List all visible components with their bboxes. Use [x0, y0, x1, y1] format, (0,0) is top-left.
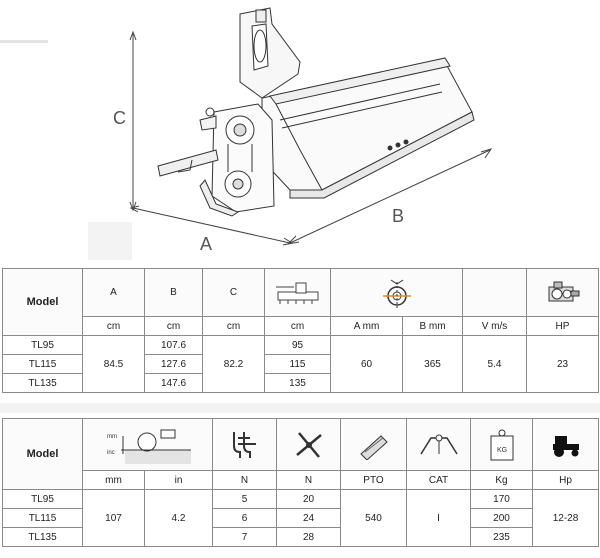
rotor-flange-icon [232, 431, 256, 458]
unit-a-mm: A mm [330, 316, 403, 336]
unit-cat: CAT [406, 470, 471, 490]
value-hp: 23 [526, 335, 599, 393]
blades-header [276, 418, 341, 471]
unit-b: cm [144, 316, 203, 336]
decor-bar [0, 40, 48, 43]
hp-header [532, 418, 599, 471]
value-b-cm: 147.6 [144, 373, 203, 393]
value-depth-mm: 107 [82, 489, 145, 547]
unit-depth-in: in [144, 470, 213, 490]
weight-icon-label: KG [496, 447, 506, 454]
model-header: Model [2, 268, 83, 336]
pto-header [340, 418, 407, 471]
value-speed: 5.4 [462, 335, 527, 393]
weight-icon: KG [490, 429, 513, 460]
rotary-tiller-drawing: C A B [0, 7, 493, 260]
tractor-icon [552, 435, 579, 457]
value-weight: 235 [470, 527, 533, 547]
col-header-a: A [82, 268, 145, 317]
value-blades: 28 [276, 527, 341, 547]
shaft-section-icon [382, 279, 411, 310]
value-cat: I [406, 489, 471, 547]
depth-icon-label-inc: inc [107, 450, 115, 456]
value-weight: 170 [470, 489, 533, 509]
dimension-label-a: A [200, 234, 212, 254]
model-header: Model [2, 418, 83, 490]
pto-shaft-icon [359, 434, 388, 460]
unit-blades: N [276, 470, 341, 490]
weight-header: KG [470, 418, 533, 471]
three-point-hitch-icon [419, 434, 458, 454]
dimension-label-b: B [392, 206, 404, 226]
model-name: TL135 [2, 373, 83, 393]
cat-header [406, 418, 471, 471]
spec-table-dimensions: Model A B C [2, 268, 599, 393]
power-header [526, 268, 599, 317]
value-blades: 20 [276, 489, 341, 509]
flange-header [212, 418, 277, 471]
model-name: TL95 [2, 335, 83, 355]
unit-flanges: N [212, 470, 277, 490]
value-b-cm: 127.6 [144, 354, 203, 374]
tiller-side-icon [275, 282, 318, 304]
value-a-cm: 84.5 [82, 335, 145, 393]
value-b-mm: 365 [402, 335, 463, 393]
value-pto: 540 [340, 489, 407, 547]
spec-table-performance: Model mm inc [2, 418, 599, 547]
col-header-c: C [202, 268, 265, 317]
tiller-body [157, 7, 475, 217]
unit-hp: Hp [532, 470, 599, 490]
unit-pto: PTO [340, 470, 407, 490]
decor-box [88, 222, 132, 260]
dimension-b [286, 148, 493, 245]
value-blades: 24 [276, 508, 341, 528]
working-width-header [264, 268, 331, 317]
unit-speed: V m/s [462, 316, 527, 336]
unit-hp: HP [526, 316, 599, 336]
depth-icon-label-mm: mm [107, 434, 117, 440]
value-width-cm: 115 [264, 354, 331, 374]
value-width-cm: 135 [264, 373, 331, 393]
value-hp-range: 12-28 [532, 489, 599, 547]
value-depth-in: 4.2 [144, 489, 213, 547]
model-name: TL135 [2, 527, 83, 547]
model-name: TL115 [2, 508, 83, 528]
value-flanges: 7 [212, 527, 277, 547]
shaft-header [330, 268, 463, 317]
dimension-label-c: C [113, 108, 126, 128]
value-flanges: 6 [212, 508, 277, 528]
unit-a: cm [82, 316, 145, 336]
value-a-mm: 60 [330, 335, 403, 393]
value-flanges: 5 [212, 489, 277, 509]
unit-weight: Kg [470, 470, 533, 490]
value-width-cm: 95 [264, 335, 331, 355]
unit-width: cm [264, 316, 331, 336]
unit-c: cm [202, 316, 265, 336]
dimension-c [129, 30, 137, 212]
section-divider [0, 403, 600, 413]
depth-header: mm inc [82, 418, 213, 471]
speed-header [462, 268, 527, 317]
value-b-cm: 107.6 [144, 335, 203, 355]
unit-b-mm: B mm [402, 316, 463, 336]
depth-gauge-icon: mm inc [107, 429, 191, 464]
blade-cross-icon [295, 431, 322, 458]
unit-depth-mm: mm [82, 470, 145, 490]
model-name: TL115 [2, 354, 83, 374]
model-name: TL95 [2, 489, 83, 509]
col-header-b: B [144, 268, 203, 317]
value-c-cm: 82.2 [202, 335, 265, 393]
value-weight: 200 [470, 508, 533, 528]
gearbox-icon [548, 281, 579, 301]
